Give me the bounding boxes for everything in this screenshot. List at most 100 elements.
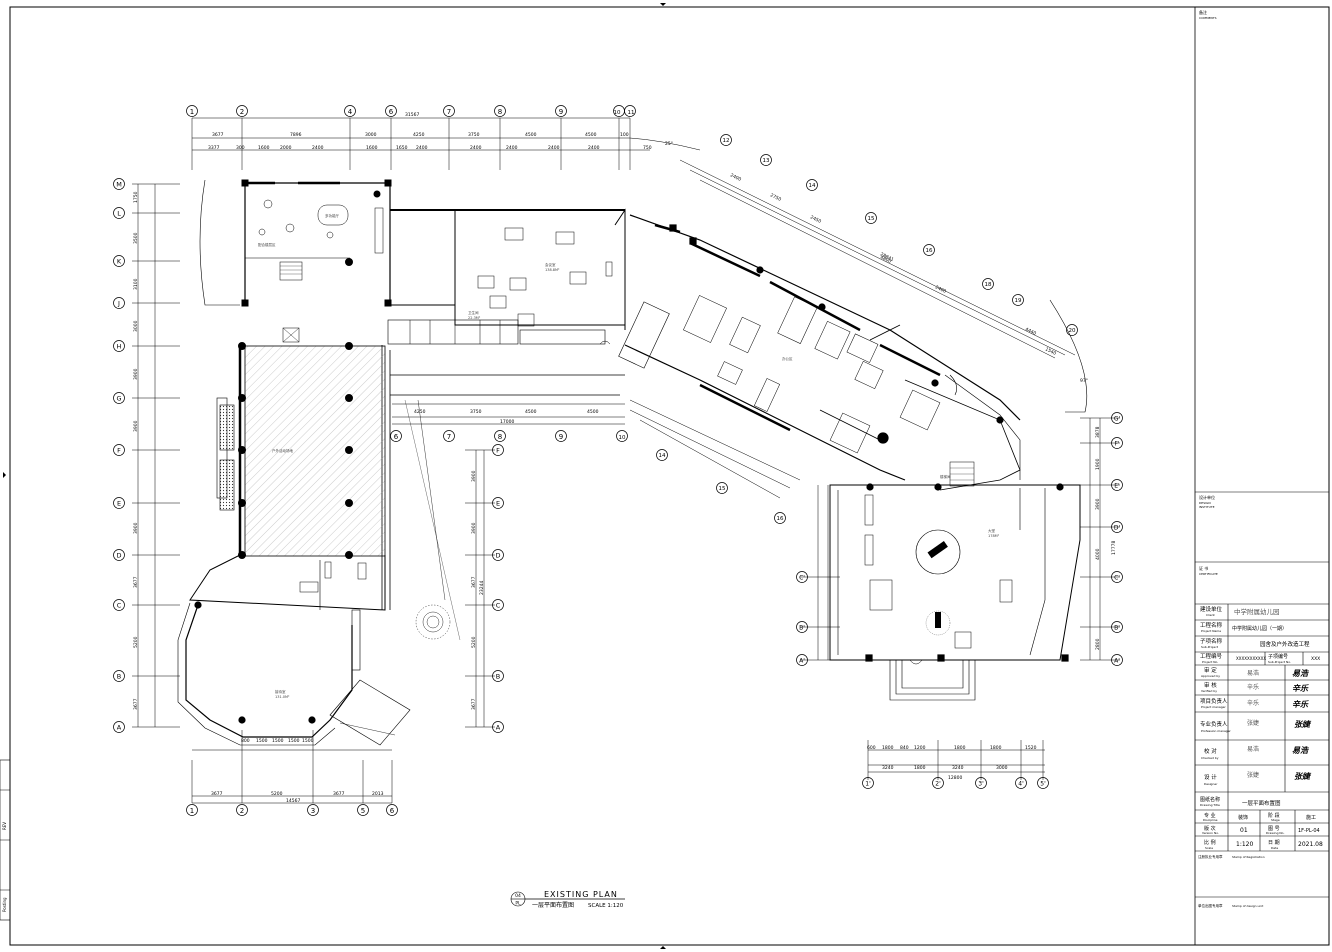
room-label-8: 楼梯间 (940, 474, 951, 479)
mid-grid-bubbles (390, 430, 628, 442)
dim-top-sub-5: 2400 (312, 145, 324, 151)
dim-top-6: 4500 (525, 132, 537, 138)
drawing-title-value: 一层平面布置图 (1242, 799, 1281, 807)
project-value: 中学附属幼儿园（一期） (1232, 625, 1287, 632)
manager-name: 辛乐 (1247, 699, 1259, 707)
dim-top-sub-11: 2400 (548, 145, 560, 151)
designer-label: 设 计 (1204, 773, 1217, 781)
subproject-no-value: XXX (1311, 656, 1320, 662)
left-strip: REV Posting (0, 759, 11, 921)
dim-left-6: 3900 (133, 420, 139, 432)
dim-left-8: 3677 (133, 576, 139, 588)
mid-right-dimensions (465, 449, 495, 728)
hall (216, 327, 386, 559)
prof-label: 专业负责人 (1200, 720, 1228, 728)
dim-wing-bottom-4: 3000 (996, 765, 1008, 771)
dim-mid-right-total: 23244 (479, 581, 485, 595)
manager-en: Project manager (1201, 705, 1226, 709)
stamp-reg-label: 注册执业专用章 (1198, 854, 1223, 859)
grid-wing-bottom-4: 4' (1018, 781, 1024, 788)
dim-bottom-2: 5200 (271, 791, 283, 797)
dim-mid-total: 17000 (500, 419, 514, 425)
dim-top-sub-3: 1600 (258, 145, 270, 151)
verified-name: 辛乐 (1247, 683, 1259, 691)
dim-mid-right-2: 3900 (471, 522, 477, 534)
dim-mid-right-4: 5200 (471, 636, 477, 648)
dim-bottom-sub-1: 800 (241, 738, 250, 744)
grid-mid-right-B: B (496, 673, 500, 681)
room-label-2: 多功能厅 (325, 213, 339, 218)
title-block-text: 备注 COMMENTS 设计单位 DESIGN INSTITUTE 证 书 CE… (1198, 9, 1323, 908)
grid-diag-19: 19 (1015, 298, 1022, 304)
dim-wing-bottom-sub-2: 1800 (882, 745, 894, 751)
dim-top-sub-6: 1600 (366, 145, 378, 151)
grid-mid-right-A: A (496, 724, 501, 732)
cert-cn: 证 书 (1199, 565, 1208, 571)
dim-wing-right-4: 4000 (1095, 548, 1101, 560)
dim-top-sub-2: 300 (236, 145, 245, 151)
room-label-5: 办公区 (782, 356, 793, 361)
date-value: 2021.08 (1298, 841, 1323, 848)
dim-diag-5: 2400 (934, 284, 947, 294)
dim-top-7: 4500 (585, 132, 597, 138)
grid-wing-right-G: G' (1114, 416, 1121, 423)
dim-top-sub-4: 2000 (280, 145, 292, 151)
discipline-label: 专 业 (1204, 812, 1216, 819)
left-grid-bubbles (113, 178, 125, 733)
grid-wing-right-A: A' (1114, 658, 1120, 665)
dim-wing-bottom-sub-6: 1800 (990, 745, 1002, 751)
grid-left-A: A (117, 724, 122, 732)
grid-diag-18: 18 (985, 282, 992, 288)
dim-wing-bottom-1: 3240 (882, 765, 894, 771)
project-label: 工程名称 (1200, 621, 1223, 629)
dim-wing-right-1: 3878 (1095, 426, 1101, 438)
caption-subtitle: 一层平面布置图 (532, 901, 574, 909)
dim-top-sub-7: 1650 (396, 145, 408, 151)
grid-diag-12: 12 (723, 138, 730, 144)
grid-top-1: 1 (190, 108, 194, 116)
dim-diag-6: 4440 (1024, 326, 1037, 336)
grid-left-G: G (116, 395, 121, 403)
center-mark-top (660, 3, 666, 6)
grid-diag-14: 14 (809, 183, 816, 189)
drawing-caption (510, 891, 625, 907)
remarks-en: COMMENTS (1199, 16, 1217, 20)
diagonal-wing (618, 214, 1088, 491)
grid-left-C: C (117, 602, 122, 610)
dim-wing-bottom-sub-5: 1800 (954, 745, 966, 751)
stage-label: 阶 段 (1268, 812, 1280, 819)
dim-bottom-4: 2013 (372, 791, 384, 797)
room-label-4: 卫生间 (468, 310, 479, 315)
grid-left-E: E (117, 500, 121, 508)
dim-mid-right-1: 3900 (471, 470, 477, 482)
grid-wing-right-F: F' (1114, 441, 1119, 448)
dim-top-sub-1: 3377 (208, 145, 220, 151)
grid-wing-left-C: C' (799, 575, 805, 582)
grid-mid-right-F: F (496, 447, 500, 455)
grid-top-7: 9 (559, 108, 563, 116)
grid-top-8: 10 (614, 110, 621, 116)
dim-top-total: 31567 (405, 112, 419, 118)
dim-mid-4: 4500 (587, 409, 599, 415)
dim-wing-right-2: 1900 (1095, 458, 1101, 470)
grid-bottom-6: 6 (390, 807, 395, 815)
cert-en: CERTIFICATE (1199, 572, 1218, 576)
approved-sig: 易浩 (1292, 668, 1309, 678)
prof-en: Profession manager (1201, 729, 1232, 733)
dim-bottom-3: 3677 (333, 791, 345, 797)
drawing-title-label: 图纸名称 (1200, 796, 1220, 803)
dim-top-1: 3677 (212, 132, 224, 138)
posting-label: Posting (2, 897, 7, 912)
rev-label: REV (2, 822, 7, 830)
stamp-reg-en: Stamp of Registration (1232, 855, 1265, 859)
dim-top-5: 3750 (468, 132, 480, 138)
dim-top-sub-9: 2400 (470, 145, 482, 151)
grid-left-B: B (117, 673, 121, 681)
design-org-cn: 设计单位 (1199, 494, 1215, 500)
dim-diag-7: 1540 (1044, 346, 1057, 356)
room-label-9: 户外活动场地 (272, 448, 293, 453)
dim-left-10: 3677 (133, 698, 139, 710)
top-dimensions (191, 117, 701, 170)
grid-lower-diag-15: 15 (719, 486, 726, 492)
room-label-7: 接待室 (275, 689, 286, 694)
